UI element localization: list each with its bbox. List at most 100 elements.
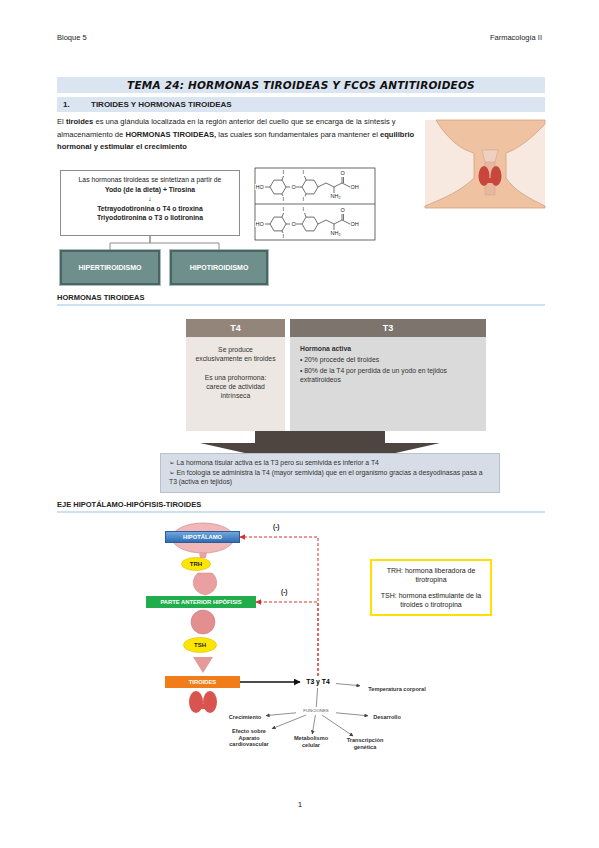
node-text: HIPOTÁLAMO: [183, 534, 222, 540]
node-text: TRH: [190, 561, 202, 567]
node-text: 1.: [63, 100, 91, 109]
tsh-flow: [193, 657, 213, 673]
node-text: FUNCIONES: [303, 708, 328, 715]
atom-label: O: [340, 170, 345, 176]
heading-underline: [57, 305, 545, 306]
node-text: Temperatura corporal: [368, 686, 425, 693]
atom-label: HO: [255, 184, 264, 190]
node-text: T3 y T4: [306, 679, 329, 686]
hormone-ellipse: TSH: [183, 637, 217, 653]
node-text: • 20% procede del tiroides: [290, 353, 486, 364]
section-heading: HORMONAS TIROIDEAS: [57, 293, 145, 302]
thyroid-band: TIROIDES: [165, 676, 240, 688]
definition-box: TRH: hormona liberadora de tirotropinaTS…: [370, 559, 492, 616]
hormone-card: T4Se produce exclusivamente en tiroidesE…: [186, 319, 285, 431]
connector: [322, 715, 353, 736]
node-text: ↓: [64, 194, 236, 204]
bold-phrase: tiroides: [66, 117, 93, 126]
atom-label: I: [302, 206, 305, 212]
benzene-ring: [302, 217, 318, 231]
atom-label: I: [282, 196, 285, 202]
atom-label: I: [302, 196, 305, 202]
hypothalamus-band: HIPOTÁLAMO: [165, 531, 240, 543]
node-text: T3: [290, 319, 486, 337]
connector: [240, 681, 300, 683]
node-text: PARTE ANTERIOR HIPÓFISIS: [160, 599, 241, 605]
function-text: Temperatura corporal: [360, 684, 434, 694]
disease-box: HIPERTIROIDISMO: [60, 250, 160, 285]
connector: [272, 715, 306, 729]
thyroid-illustration: [189, 691, 203, 713]
node-text: TIROIDES: [189, 679, 216, 685]
pituitary-illustration: [193, 573, 216, 595]
neck-illustration: [425, 120, 545, 208]
edge-label: (-): [281, 588, 288, 595]
function-text: Metabolismo celular: [291, 734, 331, 750]
node-text: ➢ La hormona tisular activa es la T3 per…: [169, 458, 491, 468]
connector: [150, 236, 219, 250]
function-text: Desarrollo: [368, 713, 406, 722]
node-text: TSH: [194, 642, 206, 648]
header-text: Farmacología II: [440, 33, 542, 42]
structure-divider: [255, 204, 375, 205]
atom-label: I: [302, 169, 305, 175]
node-text: ➢ En fcología se administra la T4 (mayor…: [169, 468, 491, 487]
node-text: • 80% de la T4 por perdida de un yodo en…: [290, 364, 486, 384]
header-text: Bloque 5: [57, 33, 87, 42]
atom-label: I: [282, 169, 285, 175]
benzene-ring: [270, 180, 286, 194]
paragraph-text: las cuales son fundamentales para manten…: [218, 130, 378, 139]
node-text: Tetrayodotironina o T4 o tiroxina: [64, 204, 236, 214]
atom-label: O: [291, 184, 296, 190]
function-text: Transcripción genética: [343, 736, 387, 752]
neck-background: [425, 120, 545, 208]
node-text: TSH: hormona estimulante de la tiroides …: [380, 591, 482, 610]
structure-frame: [255, 168, 375, 240]
pituitary-gland: [191, 610, 215, 634]
node-text: TRH: hormona liberadora de tirotropina: [380, 566, 482, 585]
feedback-connector: [240, 537, 318, 676]
ellipse-shape: [182, 558, 211, 571]
section-heading: EJE HIPOTÁLAMO-HIPÓFISIS-TIROIDES: [57, 500, 201, 509]
node-text: Yodo (de la dieta) + Tirosina: [64, 185, 236, 195]
hormone-card: T3Hormona activa• 20% procede del tiroid…: [290, 319, 486, 431]
node-text: Hormona activa: [290, 337, 486, 353]
benzene-ring: [302, 180, 318, 194]
node-text: Las hormonas tiroideas se sintetizan a p…: [64, 175, 236, 185]
paragraph-text: El: [57, 117, 64, 126]
thyroid-isthmus: [196, 704, 210, 709]
atom-label: HO: [255, 221, 264, 227]
pituitary-band: PARTE ANTERIOR HIPÓFISIS: [146, 596, 256, 608]
node-text: TIROIDES Y HORMONAS TIROIDEAS: [91, 100, 232, 109]
ellipse-shape: [184, 638, 217, 653]
page-number: 1: [292, 800, 308, 810]
node-text: Transcripción genética: [343, 737, 387, 751]
connector: [110, 236, 150, 250]
benzene-ring: [270, 217, 286, 231]
connector: [266, 713, 296, 716]
heading-underline: [57, 512, 545, 513]
paragraph: El tiroides es una glándula localizada e…: [57, 116, 419, 154]
node-text: HIPOTIROIDISMO: [190, 264, 249, 271]
thyroid-isthmus: [484, 178, 496, 183]
atom-label: I: [282, 233, 285, 239]
atom-label: I: [282, 206, 285, 212]
node-text: Desarrollo: [373, 714, 401, 721]
connector: [316, 688, 317, 707]
atom-label: O: [291, 221, 296, 227]
connector: [336, 684, 360, 686]
larynx: [482, 150, 498, 162]
connector: [312, 715, 315, 734]
functions-hub: FUNCIONES: [296, 707, 336, 715]
atom-label: NH₂: [330, 193, 341, 199]
thyroid-illustration: [203, 691, 217, 713]
connector: [336, 713, 368, 716]
hormone-output: T3 y T4: [300, 676, 336, 688]
node-text: T4: [186, 319, 285, 337]
summary-box: ➢ La hormona tisular activa es la T3 per…: [160, 453, 500, 493]
node-text: Es una prohormona: carece de actividad i…: [186, 365, 285, 402]
atom-label: NH₂: [330, 230, 341, 236]
node-text: Metabolismo celular: [291, 735, 331, 749]
node-text: Triyodotironina o T3 o liotironina: [64, 213, 236, 223]
